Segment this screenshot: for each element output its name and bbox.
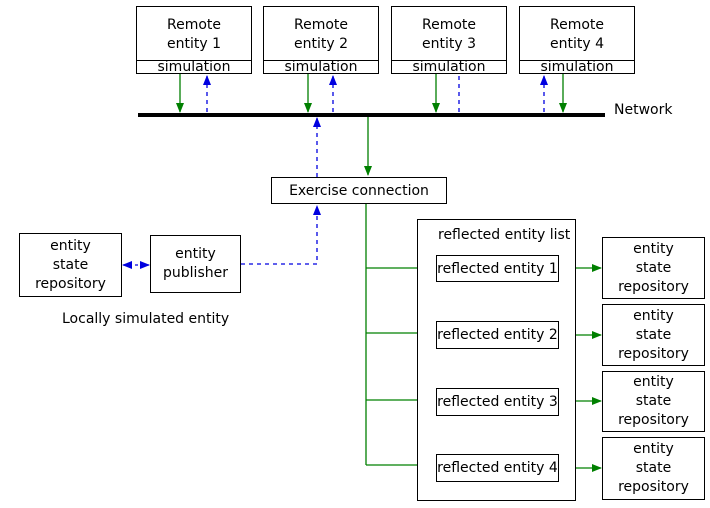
reflected-repository-3-line2: state [635, 393, 672, 409]
reflected-repository-2-line2: state [635, 326, 672, 343]
reflected-repository-2: entity state repository [602, 304, 705, 366]
local-entity-state-repository: entity state repository [19, 233, 122, 297]
remote-entity-1-box: Remote entity 1 simulation [136, 6, 252, 75]
remote-entity-3-line2: entity 3 [422, 36, 476, 52]
remote-entity-4-box: Remote entity 4 simulation [519, 6, 635, 75]
remote-entity-4-name: Remote entity 4 [520, 7, 634, 61]
reflected-repository-4-line1: entity [633, 441, 674, 457]
remote-entity-2-line1: Remote [293, 17, 349, 33]
remote-entity-4-line1: Remote [549, 17, 605, 33]
reflected-entity-4-box: reflected entity 4 [436, 454, 559, 482]
reflected-repository-1-line2: state [635, 259, 672, 276]
reflected-repository-1-line1: entity [633, 240, 674, 257]
exercise-connection-box: Exercise connection [271, 177, 447, 204]
remote-entity-1-line1: Remote [166, 17, 222, 33]
publisher-to-exercise-arrow [241, 205, 321, 265]
reflected-repository-4-line2: state [635, 460, 672, 476]
remote-entity-4-line2: entity 4 [550, 36, 604, 52]
publisher-line1: entity [175, 246, 216, 262]
reflected-entity-3-box: reflected entity 3 [436, 388, 559, 416]
reflected-repository-2-line1: entity [633, 307, 674, 324]
reflected-entity-1-box: reflected entity 1 [436, 255, 559, 282]
reflected-repository-1: entity state repository [602, 237, 705, 299]
local-repository-line3: repository [35, 275, 106, 292]
reflected-repository-3: entity state repository [602, 371, 705, 432]
reflected-repository-3-line3: repository [618, 412, 689, 428]
remote-entity-2-box: Remote entity 2 simulation [263, 6, 379, 75]
remote-entity-2-simulation: simulation [284, 59, 358, 75]
reflected-repository-4-line3: repository [618, 479, 689, 495]
local-repository-line2: state [52, 256, 89, 273]
remote-entity-2-line2: entity 2 [294, 36, 348, 52]
remote-entity-4-simulation: simulation [540, 59, 614, 75]
remote-entity-3-name: Remote entity 3 [392, 7, 506, 61]
remote-entity-2-name: Remote entity 2 [264, 7, 378, 61]
reflected-entity-2-box: reflected entity 2 [436, 321, 559, 349]
network-label: Network [614, 102, 673, 118]
local-repository-line1: entity [50, 237, 91, 254]
entity-publisher-box: entity publisher [150, 235, 241, 293]
remote-entity-1-line2: entity 1 [167, 36, 221, 52]
locally-simulated-caption: Locally simulated entity [62, 311, 230, 327]
reflected-repository-3-line1: entity [633, 374, 674, 390]
remote-entity-1-simulation: simulation [157, 59, 231, 75]
reflected-repository-1-line3: repository [618, 278, 689, 295]
remote-entity-3-simulation: simulation [412, 59, 486, 75]
remote-entity-1-name: Remote entity 1 [137, 7, 251, 61]
reflected-repository-4: entity state repository [602, 437, 705, 500]
publisher-line2: publisher [163, 265, 228, 281]
reflected-entity-list-label: reflected entity list [438, 227, 571, 243]
reflected-repository-2-line3: repository [618, 345, 689, 362]
remote-entity-3-box: Remote entity 3 simulation [391, 6, 507, 75]
remote-entity-3-line1: Remote [421, 17, 477, 33]
